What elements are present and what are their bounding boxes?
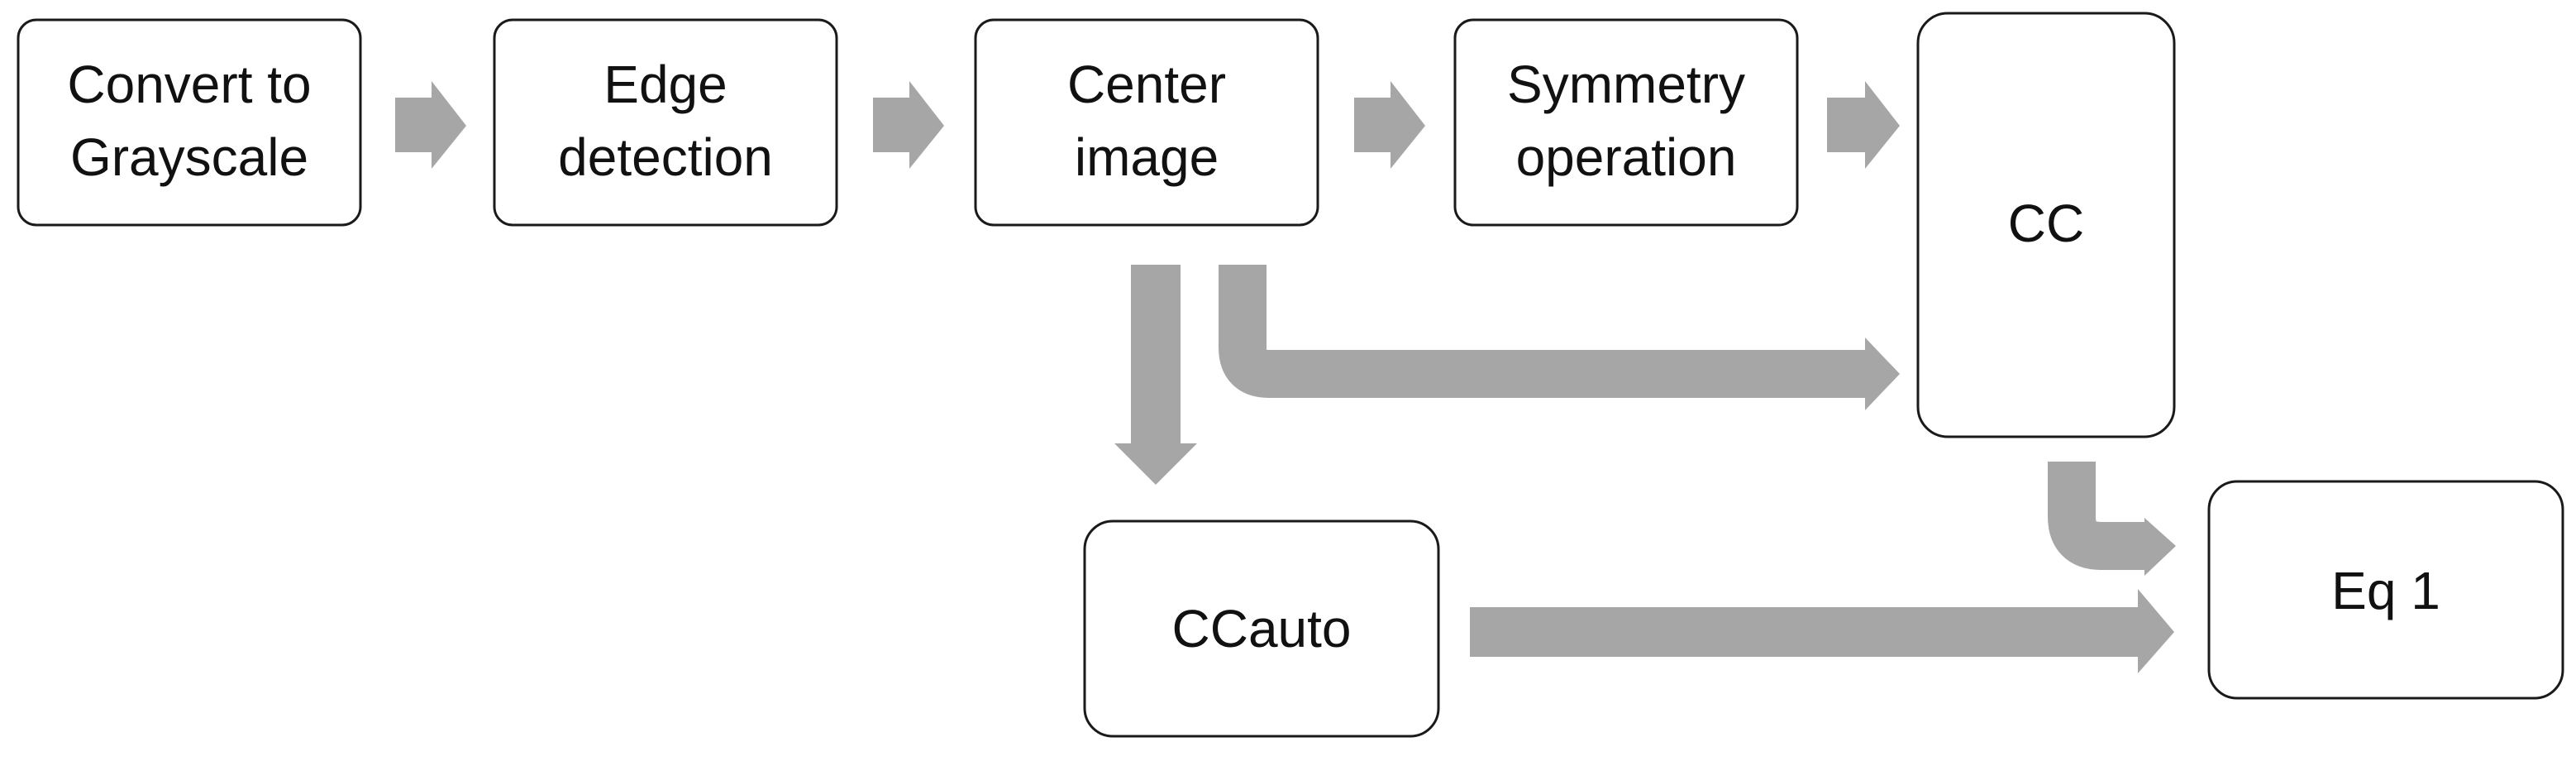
arrow-center-to-ccauto [1114,265,1197,485]
arrow-symmetry-to-cc [1827,81,1900,169]
node-center-image-line1: Center [1067,55,1226,114]
node-cc: CC [1916,12,2176,438]
node-center-image: Center image [974,18,1319,227]
node-edge-detection-line1: Edge [603,55,727,114]
arrow-center-to-cc-head [1865,338,1900,410]
arrow-ccauto-to-eq1 [1470,589,2174,673]
node-ccauto-label: CCauto [1172,599,1352,658]
node-symmetry-operation: Symmetry operation [1453,18,1799,227]
node-center-image-line2: image [1075,127,1219,187]
node-symmetry-operation-line1: Symmetry [1507,55,1745,114]
arrow-cc-to-eq1-shaft [2048,462,2146,570]
node-eq1-label: Eq 1 [2331,561,2440,620]
arrow-edge-to-center [873,81,944,169]
arrow-center-to-symmetry [1354,81,1425,169]
node-edge-detection: Edge detection [493,18,838,227]
node-cc-label: CC [2008,194,2084,253]
node-ccauto: CCauto [1083,519,1440,738]
node-convert-to-grayscale-line1: Convert to [67,55,311,114]
node-eq1: Eq 1 [2207,480,2564,700]
node-symmetry-operation-line2: operation [1516,127,1737,187]
arrow-center-to-cc-shaft [1219,265,1867,398]
node-edge-detection-line2: detection [558,127,773,187]
arrow-cc-to-eq1-head [2144,518,2176,576]
node-convert-to-grayscale-line2: Grayscale [70,127,308,187]
node-convert-to-grayscale: Convert to Grayscale [17,18,362,227]
arrow-grayscale-to-edge [395,81,466,169]
